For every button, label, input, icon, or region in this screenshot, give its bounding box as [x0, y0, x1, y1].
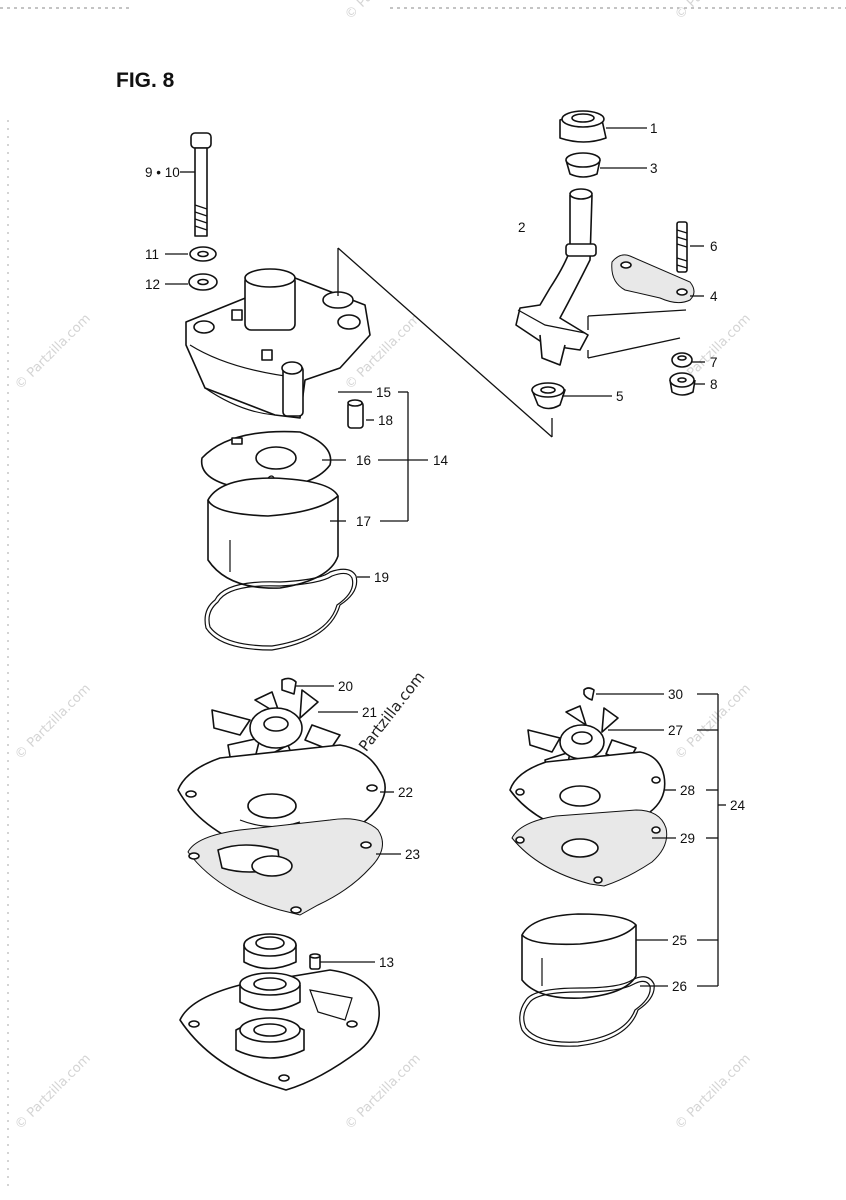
- callout-9-10: 9 • 10: [145, 165, 180, 180]
- lower-plate: [179, 969, 380, 1091]
- callout-17: 17: [356, 514, 371, 529]
- callout-21: 21: [362, 705, 377, 720]
- page-border: [0, 7, 846, 1190]
- bolt-9-10: [190, 132, 212, 237]
- callout-30: 30: [668, 687, 683, 702]
- seal-3: [565, 152, 601, 178]
- callout-22: 22: [398, 785, 413, 800]
- o-ring-26: [519, 976, 655, 1047]
- watermark-2: © Partzilla.com: [672, 0, 754, 23]
- washer-7: [671, 352, 693, 368]
- pin-13: [309, 953, 321, 970]
- gasket-29: [511, 809, 668, 887]
- o-ring-19: [204, 568, 358, 651]
- key-20: [281, 677, 297, 695]
- callout-15: 15: [376, 385, 391, 400]
- leaders-upper-right: [562, 127, 705, 397]
- callout-7: 7: [710, 355, 718, 370]
- gasket-4: [611, 254, 695, 304]
- callout-26: 26: [672, 979, 687, 994]
- callout-27: 27: [668, 723, 683, 738]
- key-30: [583, 687, 595, 701]
- callout-20: 20: [338, 679, 353, 694]
- pump-case-15: [185, 268, 371, 419]
- callout-1: 1: [650, 121, 658, 136]
- callout-labels: 9 • 10 11 12 15 18 16 14 17 19 1 3 2 6 4…: [145, 121, 746, 994]
- leaders-lower-left: [296, 685, 401, 963]
- nut-8: [669, 372, 696, 396]
- callout-2: 2: [518, 220, 526, 235]
- callout-4: 4: [710, 289, 718, 304]
- callout-16: 16: [356, 453, 371, 468]
- callout-19: 19: [374, 570, 389, 585]
- callout-23: 23: [405, 847, 420, 862]
- tube-2: [515, 188, 597, 366]
- seal-housing: [243, 933, 297, 970]
- callout-5: 5: [616, 389, 624, 404]
- callout-8: 8: [710, 377, 718, 392]
- callout-12: 12: [145, 277, 160, 292]
- watermark-8: © Partzilla.com: [12, 1051, 94, 1133]
- callout-13: 13: [379, 955, 394, 970]
- gasket-23: [187, 818, 383, 916]
- callout-18: 18: [378, 413, 393, 428]
- leaders-upper-left: [165, 171, 553, 578]
- callout-25: 25: [672, 933, 687, 948]
- callout-3: 3: [650, 161, 658, 176]
- liner-25: [521, 913, 637, 999]
- plate-16: [200, 430, 332, 490]
- watermark-10: © Partzilla.com: [672, 1051, 754, 1133]
- washer-12: [188, 273, 218, 291]
- callout-11: 11: [145, 247, 159, 262]
- watermark-1: © Partzilla.com: [342, 0, 424, 23]
- pin-18: [347, 399, 364, 429]
- watermark-9: © Partzilla.com: [342, 1051, 424, 1133]
- figure-title: FIG. 8: [116, 69, 175, 92]
- washer-11: [189, 246, 217, 262]
- watermark-6: © Partzilla.com: [12, 681, 94, 763]
- callout-6: 6: [710, 239, 718, 254]
- stud-6: [676, 221, 688, 273]
- callout-29: 29: [680, 831, 695, 846]
- grommet-5: [531, 382, 566, 410]
- watermark-3: © Partzilla.com: [12, 311, 94, 393]
- grommet-1: [559, 110, 607, 143]
- callout-28: 28: [680, 783, 695, 798]
- callout-14: 14: [433, 453, 449, 468]
- liner-17: [207, 477, 339, 589]
- callout-24: 24: [730, 798, 746, 813]
- leaders-lower-right: [596, 693, 726, 987]
